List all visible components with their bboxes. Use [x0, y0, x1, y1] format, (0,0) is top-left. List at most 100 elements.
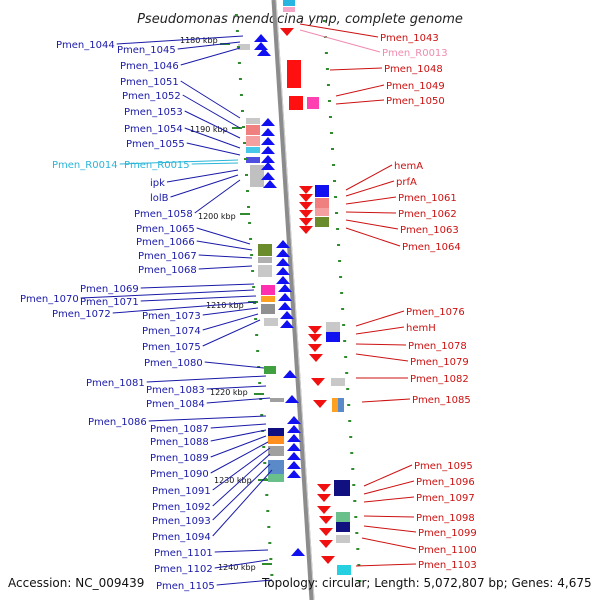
gene-block — [261, 285, 275, 295]
position-dot — [325, 68, 329, 70]
right-gene-label[interactable]: Pmen_R0013 — [382, 48, 448, 59]
right-gene-label[interactable]: Pmen_1100 — [418, 545, 477, 556]
right-gene-label[interactable]: Pmen_1103 — [418, 560, 477, 571]
right-gene-label[interactable]: Pmen_1097 — [416, 493, 475, 504]
left-gene-label[interactable]: Pmen_1067 — [138, 251, 197, 262]
reverse-gene-arrow — [280, 28, 294, 36]
left-gene-label[interactable]: Pmen_1070 — [20, 294, 79, 305]
forward-gene-arrow — [287, 434, 301, 442]
left-gene-label[interactable]: Pmen_1105 — [156, 581, 215, 592]
right-gene-label[interactable]: hemA — [394, 161, 423, 172]
left-gene-label[interactable]: Pmen_1075 — [142, 342, 201, 353]
forward-gene-arrow — [276, 258, 290, 266]
right-gene-label[interactable]: Pmen_1048 — [384, 64, 443, 75]
left-gene-label[interactable]: Pmen_1083 — [146, 385, 205, 396]
left-gene-label[interactable]: Pmen_1094 — [152, 532, 211, 543]
forward-gene-arrow — [280, 320, 294, 328]
right-gene-label[interactable]: Pmen_1079 — [410, 357, 469, 368]
forward-gene-arrow — [276, 276, 290, 284]
right-gene-label[interactable]: Pmen_1099 — [418, 528, 477, 539]
position-dot — [355, 532, 359, 534]
left-gene-label[interactable]: Pmen_1081 — [86, 378, 145, 389]
right-gene-label[interactable]: Pmen_1076 — [406, 307, 465, 318]
left-gene-label[interactable]: Pmen_1084 — [146, 399, 205, 410]
left-gene-label[interactable]: Pmen_1073 — [142, 311, 201, 322]
right-gene-label[interactable]: Pmen_1082 — [410, 374, 469, 385]
left-gene-label[interactable]: Pmen_R0015 — [124, 160, 190, 171]
left-gene-label[interactable]: Pmen_1046 — [120, 61, 179, 72]
right-gene-label[interactable]: prfA — [396, 177, 417, 188]
left-gene-label[interactable]: Pmen_1086 — [88, 417, 147, 428]
forward-gene-arrow — [261, 137, 275, 145]
left-gene-label[interactable]: Pmen_1101 — [154, 548, 213, 559]
right-leader-line — [363, 525, 417, 533]
gene-block — [336, 535, 350, 543]
right-gene-label[interactable]: Pmen_1050 — [386, 96, 445, 107]
left-gene-label[interactable]: Pmen_1088 — [150, 437, 209, 448]
left-gene-label[interactable]: Pmen_1090 — [150, 469, 209, 480]
left-gene-label[interactable]: Pmen_1044 — [56, 40, 115, 51]
left-gene-label[interactable]: Pmen_1052 — [122, 91, 181, 102]
gene-block — [337, 565, 351, 575]
left-gene-label[interactable]: Pmen_1093 — [152, 516, 211, 527]
right-leader-line — [361, 537, 417, 550]
left-leader-line — [119, 159, 239, 165]
left-gene-label[interactable]: ipk — [150, 178, 165, 189]
right-gene-label[interactable]: Pmen_1062 — [398, 209, 457, 220]
right-gene-label[interactable]: Pmen_1096 — [416, 477, 475, 488]
left-gene-label[interactable]: Pmen_1069 — [80, 284, 139, 295]
left-gene-label[interactable]: Pmen_1091 — [152, 486, 211, 497]
leader-line-layer — [80, 23, 417, 586]
left-gene-label[interactable]: Pmen_1072 — [52, 309, 111, 320]
left-gene-label[interactable]: Pmen_1065 — [136, 224, 195, 235]
left-gene-label[interactable]: Pmen_R0014 — [52, 160, 118, 171]
right-gene-label[interactable]: Pmen_1095 — [414, 461, 473, 472]
left-gene-label[interactable]: lolB — [150, 193, 169, 204]
left-gene-label[interactable]: Pmen_1051 — [120, 77, 179, 88]
gene-block — [246, 147, 260, 153]
left-gene-label[interactable]: Pmen_1087 — [150, 424, 209, 435]
left-gene-label[interactable]: Pmen_1054 — [124, 124, 183, 135]
right-gene-label[interactable]: Pmen_1063 — [400, 225, 459, 236]
left-gene-label[interactable]: Pmen_1080 — [144, 358, 203, 369]
left-gene-label[interactable]: Pmen_1053 — [124, 107, 183, 118]
left-gene-label[interactable]: Pmen_1089 — [150, 453, 209, 464]
right-gene-label[interactable]: Pmen_1085 — [412, 395, 471, 406]
left-gene-label[interactable]: Pmen_1058 — [134, 209, 193, 220]
left-gene-label[interactable]: Pmen_1055 — [126, 139, 185, 150]
position-dot — [354, 516, 358, 518]
position-dot — [258, 382, 262, 384]
right-gene-label[interactable]: Pmen_1043 — [380, 33, 439, 44]
kbp-tick-label: 1180 kbp — [180, 36, 218, 45]
left-gene-label[interactable]: Pmen_1071 — [80, 297, 139, 308]
gene-block — [332, 398, 338, 412]
forward-gene-arrow — [261, 128, 275, 136]
right-leader-line — [345, 227, 401, 247]
right-gene-label[interactable]: Pmen_1049 — [386, 81, 445, 92]
right-gene-label[interactable]: Pmen_1061 — [398, 193, 457, 204]
right-gene-label[interactable]: Pmen_1064 — [402, 242, 461, 253]
forward-gene-arrow — [278, 302, 292, 310]
gene-block — [336, 512, 350, 522]
left-leader-line — [210, 429, 267, 442]
position-dot — [358, 580, 362, 582]
left-gene-label[interactable]: Pmen_1102 — [154, 564, 213, 575]
position-dot — [356, 548, 360, 550]
left-leader-line — [202, 307, 259, 316]
position-dot — [324, 52, 328, 54]
gene-block — [315, 198, 329, 208]
right-gene-label[interactable]: Pmen_1078 — [408, 341, 467, 352]
left-gene-label[interactable]: Pmen_1045 — [117, 45, 176, 56]
left-gene-label[interactable]: Pmen_1068 — [138, 265, 197, 276]
left-leader-line — [186, 142, 241, 156]
left-gene-label[interactable]: Pmen_1092 — [152, 502, 211, 513]
right-gene-label[interactable]: Pmen_1098 — [416, 513, 475, 524]
left-gene-label[interactable]: Pmen_1074 — [142, 326, 201, 337]
left-leader-line — [184, 110, 241, 139]
right-leader-line — [355, 310, 405, 327]
position-dot — [335, 212, 339, 214]
left-gene-label[interactable]: Pmen_1066 — [136, 237, 195, 248]
right-gene-label[interactable]: hemH — [406, 323, 436, 334]
position-dot — [336, 228, 340, 230]
gene-block — [261, 296, 275, 302]
